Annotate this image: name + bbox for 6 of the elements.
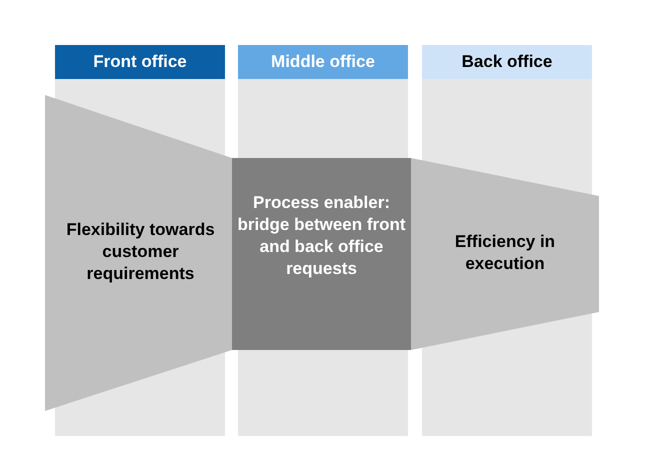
shape-label: Flexibility towards customer requirements — [65, 219, 216, 286]
shape-label: Efficiency in execution — [454, 231, 556, 276]
shape-label: Process enabler: bridge between front and back office requests — [236, 192, 407, 280]
column-header: Middle office — [238, 45, 408, 79]
column-header: Back office — [422, 45, 592, 79]
column-header: Front office — [55, 45, 225, 79]
